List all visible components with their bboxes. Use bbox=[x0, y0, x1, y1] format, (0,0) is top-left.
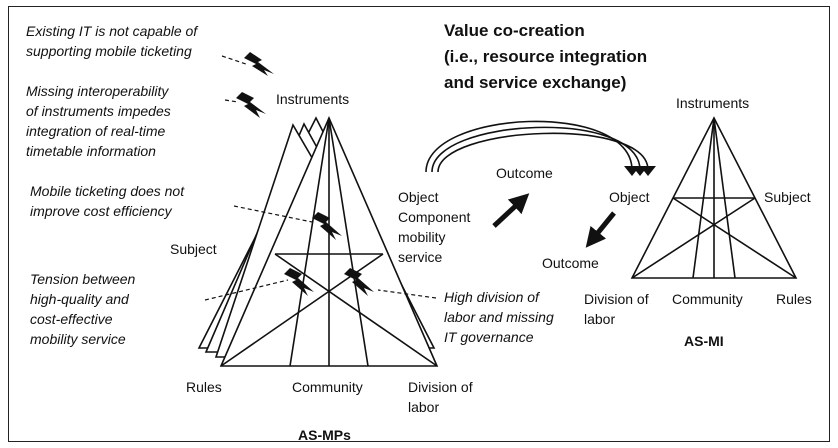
left-system-name: AS-MPs bbox=[298, 427, 351, 443]
tension-2-line-4: timetable information bbox=[26, 143, 156, 159]
left-division-label-2: labor bbox=[408, 399, 439, 415]
tension-1-line-1: Existing IT is not capable of bbox=[26, 23, 199, 39]
tension-5-line-2: labor and missing bbox=[444, 309, 554, 325]
lightning-icons bbox=[236, 52, 374, 296]
right-activity-system bbox=[630, 116, 798, 279]
tension-4-line-3: cost-effective bbox=[30, 311, 113, 327]
right-node-labels: Instruments Object Subject Division of l… bbox=[584, 95, 812, 349]
tension-2-line-2: of instruments impedes bbox=[26, 103, 171, 119]
tension-1-line-2: supporting mobile ticketing bbox=[26, 43, 192, 59]
value-cocreation-title-line-3: and service exchange) bbox=[444, 73, 626, 92]
left-subject-label: Subject bbox=[170, 241, 217, 257]
lightning-icon bbox=[312, 212, 342, 240]
right-system-name: AS-MI bbox=[684, 333, 724, 349]
tension-3-line-1: Mobile ticketing does not bbox=[30, 183, 185, 199]
value-cocreation-arrowheads bbox=[624, 166, 656, 176]
left-object-label-2: Component bbox=[398, 209, 470, 225]
tension-3-line-2: improve cost efficiency bbox=[30, 203, 173, 219]
tension-annotations: Existing IT is not capable of supporting… bbox=[26, 23, 554, 347]
outcome-upper-label: Outcome bbox=[496, 165, 553, 181]
left-division-label-1: Division of bbox=[408, 379, 473, 395]
tension-4-line-4: mobility service bbox=[30, 331, 126, 347]
value-cocreation-arcs bbox=[425, 120, 649, 173]
left-rules-label: Rules bbox=[186, 379, 222, 395]
left-instruments-label: Instruments bbox=[276, 91, 349, 107]
left-object-label-1: Object bbox=[398, 189, 439, 205]
right-object-label: Object bbox=[609, 189, 650, 205]
right-instruments-label: Instruments bbox=[676, 95, 749, 111]
left-object-label-4: service bbox=[398, 249, 443, 265]
right-rules-label: Rules bbox=[776, 291, 812, 307]
tension-leader-lines bbox=[204, 55, 437, 301]
left-object-label-3: mobility bbox=[398, 229, 445, 245]
right-division-label-1: Division of bbox=[584, 291, 649, 307]
tension-2-line-1: Missing interoperability bbox=[26, 83, 169, 99]
tension-2-line-3: integration of real-time bbox=[26, 123, 166, 139]
left-node-labels: Instruments Subject Object Component mob… bbox=[170, 91, 473, 443]
right-subject-label: Subject bbox=[764, 189, 811, 205]
left-community-label: Community bbox=[292, 379, 363, 395]
diagram-frame bbox=[8, 6, 830, 442]
tension-4-line-2: high-quality and bbox=[30, 291, 130, 307]
outcome-down-arrow bbox=[585, 211, 616, 248]
lightning-icon bbox=[236, 92, 266, 118]
tension-5-line-3: IT governance bbox=[444, 329, 534, 345]
lightning-icon bbox=[284, 268, 314, 296]
lightning-icon bbox=[344, 268, 374, 296]
left-activity-system bbox=[197, 115, 439, 367]
right-division-label-2: labor bbox=[584, 311, 615, 327]
right-community-label: Community bbox=[672, 291, 743, 307]
tension-4-line-1: Tension between bbox=[30, 271, 136, 287]
lightning-icon bbox=[244, 52, 274, 76]
outcome-up-arrow bbox=[492, 193, 530, 228]
outcome-lower-label: Outcome bbox=[542, 255, 599, 271]
value-cocreation-title-line-2: (i.e., resource integration bbox=[444, 47, 647, 66]
value-cocreation-title-line-1: Value co-creation bbox=[444, 21, 585, 40]
tension-5-line-1: High division of bbox=[444, 289, 541, 305]
